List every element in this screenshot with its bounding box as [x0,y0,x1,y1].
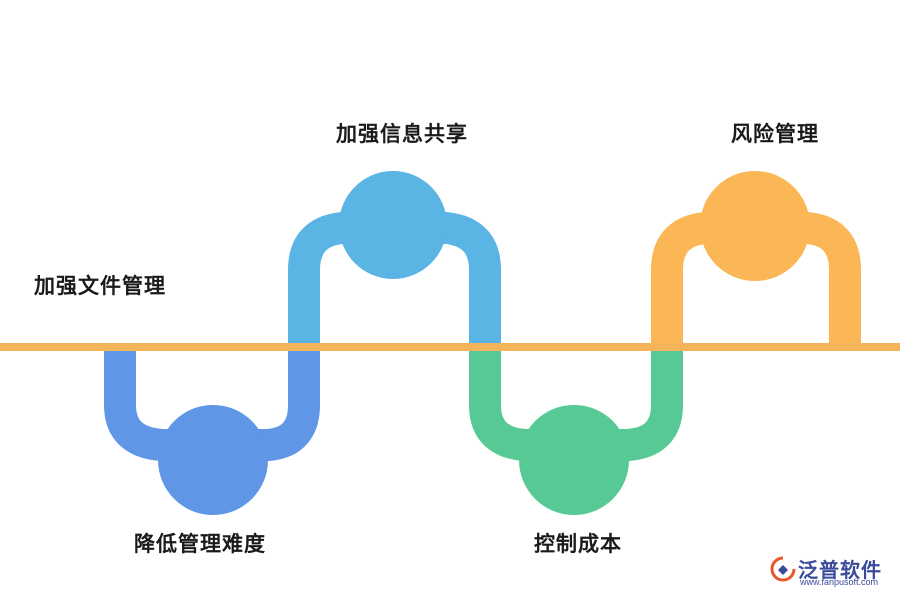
label-strengthen-document-management: 加强文件管理 [34,274,166,298]
node-circle-lightblue [339,171,447,279]
logo-mark-icon [770,556,796,582]
axis-line [0,343,900,351]
label-strengthen-information-sharing: 加强信息共享 [336,122,468,146]
node-circle-orange [700,171,810,281]
logo-url: www.fanpusoft.com [800,577,879,587]
logo-name: 泛普软件 [798,558,882,582]
node-circle-blue [158,405,268,515]
label-risk-management: 风险管理 [731,122,819,146]
node-circle-green [519,405,629,515]
label-reduce-management-difficulty: 降低管理难度 [134,532,266,556]
label-control-costs: 控制成本 [534,532,622,556]
brand-logo: 泛普软件 www.fanpusoft.com [770,554,890,588]
